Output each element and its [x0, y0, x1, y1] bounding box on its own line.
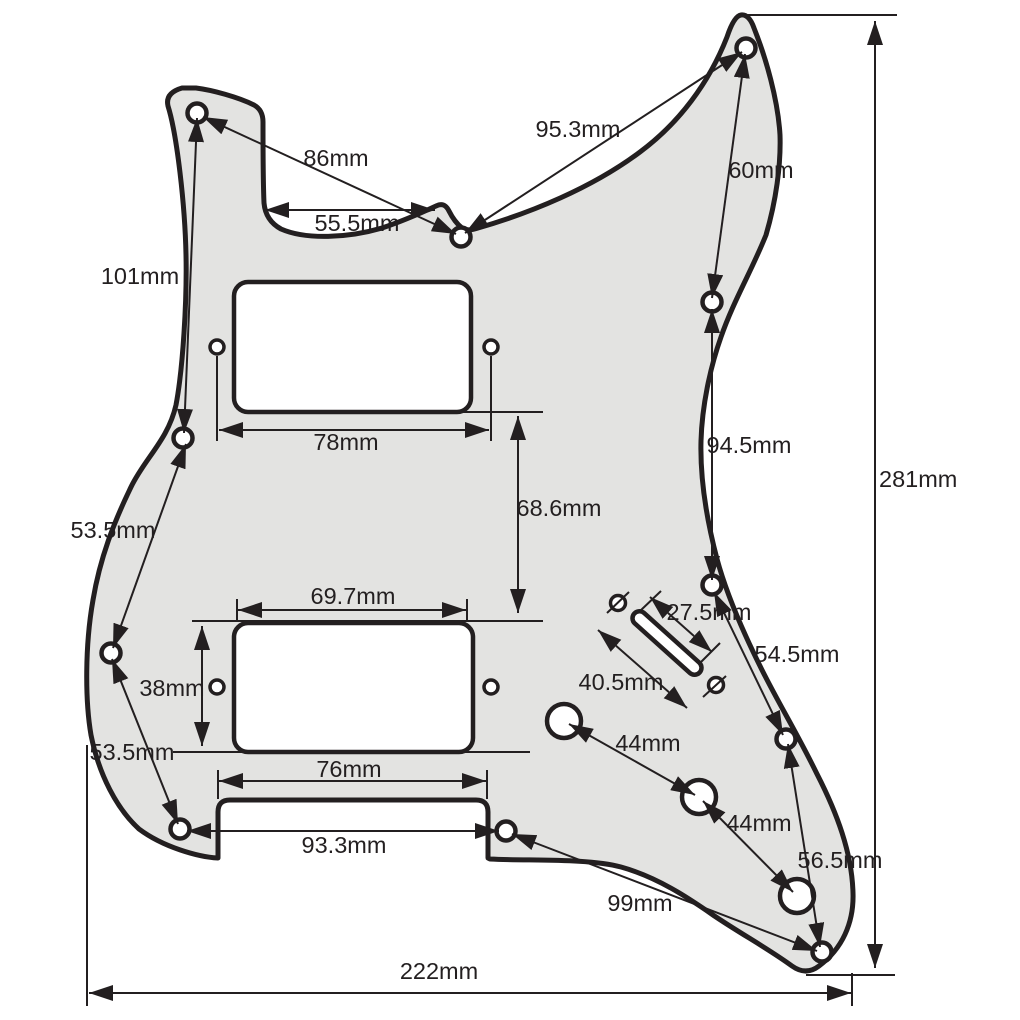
- dim-line-101mm: [176, 117, 205, 434]
- dim-label-281mm: 281mm: [879, 466, 957, 492]
- dim-label-38mm: 38mm: [139, 675, 204, 701]
- pot-hole-volume: [544, 701, 584, 741]
- screw-hole-left-mid: [99, 641, 123, 665]
- dim-label-95_3mm: 95.3mm: [536, 116, 621, 142]
- dim-label-78mm: 78mm: [313, 429, 378, 455]
- screw-hole-bottom-right: [810, 940, 834, 964]
- screw-hole-left-upper: [171, 426, 195, 450]
- dim-label-40_5mm: 40.5mm: [579, 669, 664, 695]
- dim-label-94_5mm: 94.5mm: [707, 432, 792, 458]
- dim-line-53_5mm-a: [112, 443, 187, 649]
- dim-label-56_5mm: 56.5mm: [798, 847, 883, 873]
- dim-label-86mm: 86mm: [303, 145, 368, 171]
- pickup-screw-hole-bridge-left: [208, 678, 226, 696]
- dim-label-54_5mm: 54.5mm: [755, 641, 840, 667]
- pickup-screw-hole-neck-right: [482, 338, 500, 356]
- dim-line-99mm: [511, 833, 818, 952]
- ext-405-tick1: [606, 591, 630, 614]
- dim-line-40_5mm: [597, 629, 688, 709]
- dim-label-69_7mm: 69.7mm: [311, 583, 396, 609]
- pickup-screw-hole-bridge-right: [482, 678, 500, 696]
- dim-label-93_3mm: 93.3mm: [302, 832, 387, 858]
- dim-label-68_6mm: 68.6mm: [517, 495, 602, 521]
- screw-hole-left-lower: [168, 817, 192, 841]
- pickup-screw-hole-neck-left: [208, 338, 226, 356]
- dim-label-55_5mm: 55.5mm: [315, 210, 400, 236]
- dim-line-54_5mm: [713, 591, 784, 736]
- dim-label-53_5mm-b: 53.5mm: [90, 739, 175, 765]
- dim-line-44mm-a: [568, 723, 696, 796]
- dim-line-53_5mm-b: [111, 658, 179, 825]
- dim-label-60mm: 60mm: [728, 157, 793, 183]
- dim-label-222mm: 222mm: [400, 958, 478, 984]
- screw-hole-right-lower: [774, 727, 798, 751]
- dim-label-76mm: 76mm: [316, 756, 381, 782]
- dim-label-53_5mm-a: 53.5mm: [71, 517, 156, 543]
- dim-line-60mm: [707, 53, 750, 299]
- screw-hole-bottom-notch: [494, 819, 518, 843]
- dim-label-27_5mm: 27.5mm: [667, 599, 752, 625]
- dim-label-44mm-a: 44mm: [615, 730, 680, 756]
- dim-label-44mm-b: 44mm: [726, 810, 791, 836]
- dim-line-95_3mm: [464, 51, 743, 234]
- dim-label-101mm: 101mm: [101, 263, 179, 289]
- dim-label-99mm: 99mm: [607, 890, 672, 916]
- neck-pickup-cutout: [231, 279, 474, 415]
- dim-line-27_5mm: [649, 596, 713, 653]
- bridge-pickup-cutout: [231, 620, 476, 755]
